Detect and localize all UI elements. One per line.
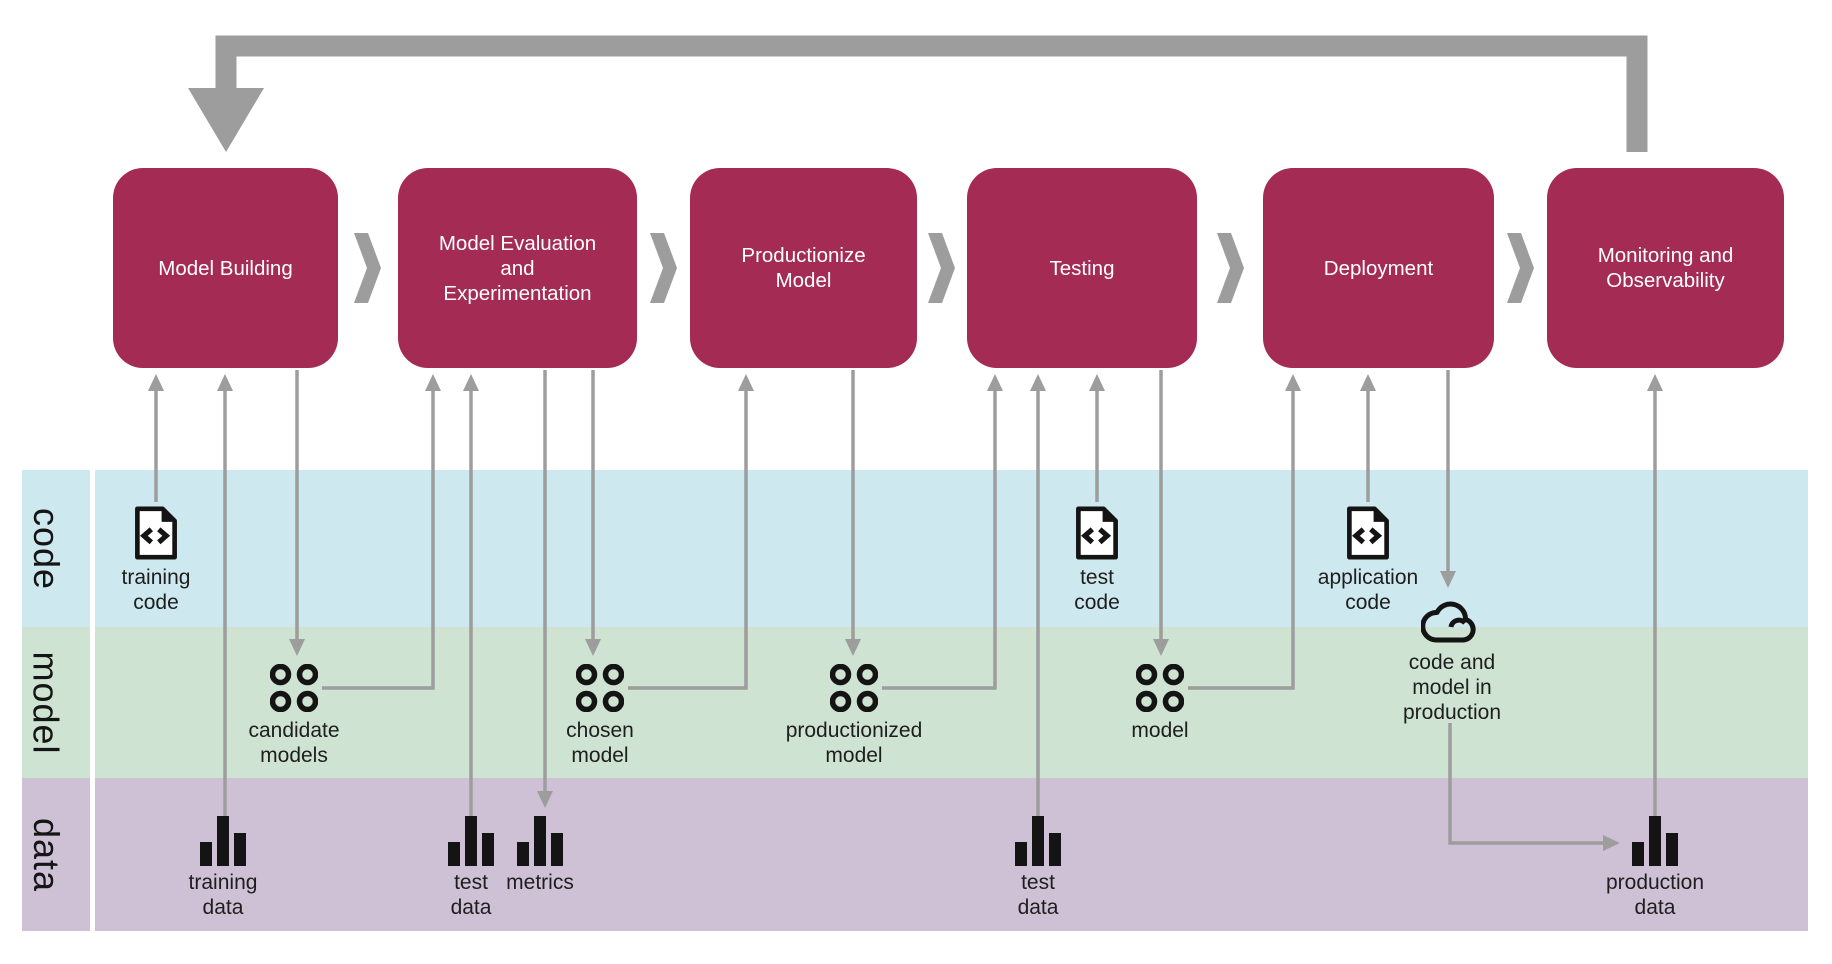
production-data-label: production data [1605, 871, 1705, 920]
band-data [22, 778, 1808, 931]
band-code-label-area: code [6, 470, 86, 627]
cloud-label: code and model in production [1402, 651, 1502, 725]
candidate-models-label: candidate models [248, 719, 340, 768]
test-data-2-label: test data [1017, 871, 1059, 920]
test-code-label: test code [1074, 566, 1120, 615]
productionized-model-label: productionized model [785, 719, 923, 768]
band-label-divider [90, 470, 95, 931]
test-data-label: test data [450, 871, 492, 920]
chevron-icon [354, 233, 381, 303]
training-code-label: training code [121, 566, 191, 615]
stage-productionize-model: Productionize Model [690, 168, 917, 368]
chevron-icon [928, 233, 955, 303]
chevron-icon [650, 233, 677, 303]
stage-model-evaluation: Model Evaluation and Experimentation [398, 168, 637, 368]
band-code [22, 470, 1808, 627]
band-label-model: model [26, 650, 67, 755]
feedback-arrow [188, 35, 1648, 152]
chosen-model-label: chosen model [566, 719, 634, 768]
stage-testing: Testing [967, 168, 1197, 368]
model-label: model [1131, 719, 1189, 742]
band-label-code: code [26, 507, 68, 590]
stage-model-building: Model Building [113, 168, 338, 368]
stage-monitoring: Monitoring and Observability [1547, 168, 1784, 368]
training-data-label: training data [188, 871, 258, 920]
band-model-label-area: model [6, 627, 86, 778]
chevron-icon [1217, 233, 1244, 303]
stage-deployment: Deployment [1263, 168, 1494, 368]
band-label-data: data [25, 817, 67, 892]
application-code-label: application code [1317, 566, 1419, 615]
band-data-label-area: data [6, 778, 86, 931]
metrics-label: metrics [506, 871, 574, 894]
chevron-icon [1507, 233, 1534, 303]
